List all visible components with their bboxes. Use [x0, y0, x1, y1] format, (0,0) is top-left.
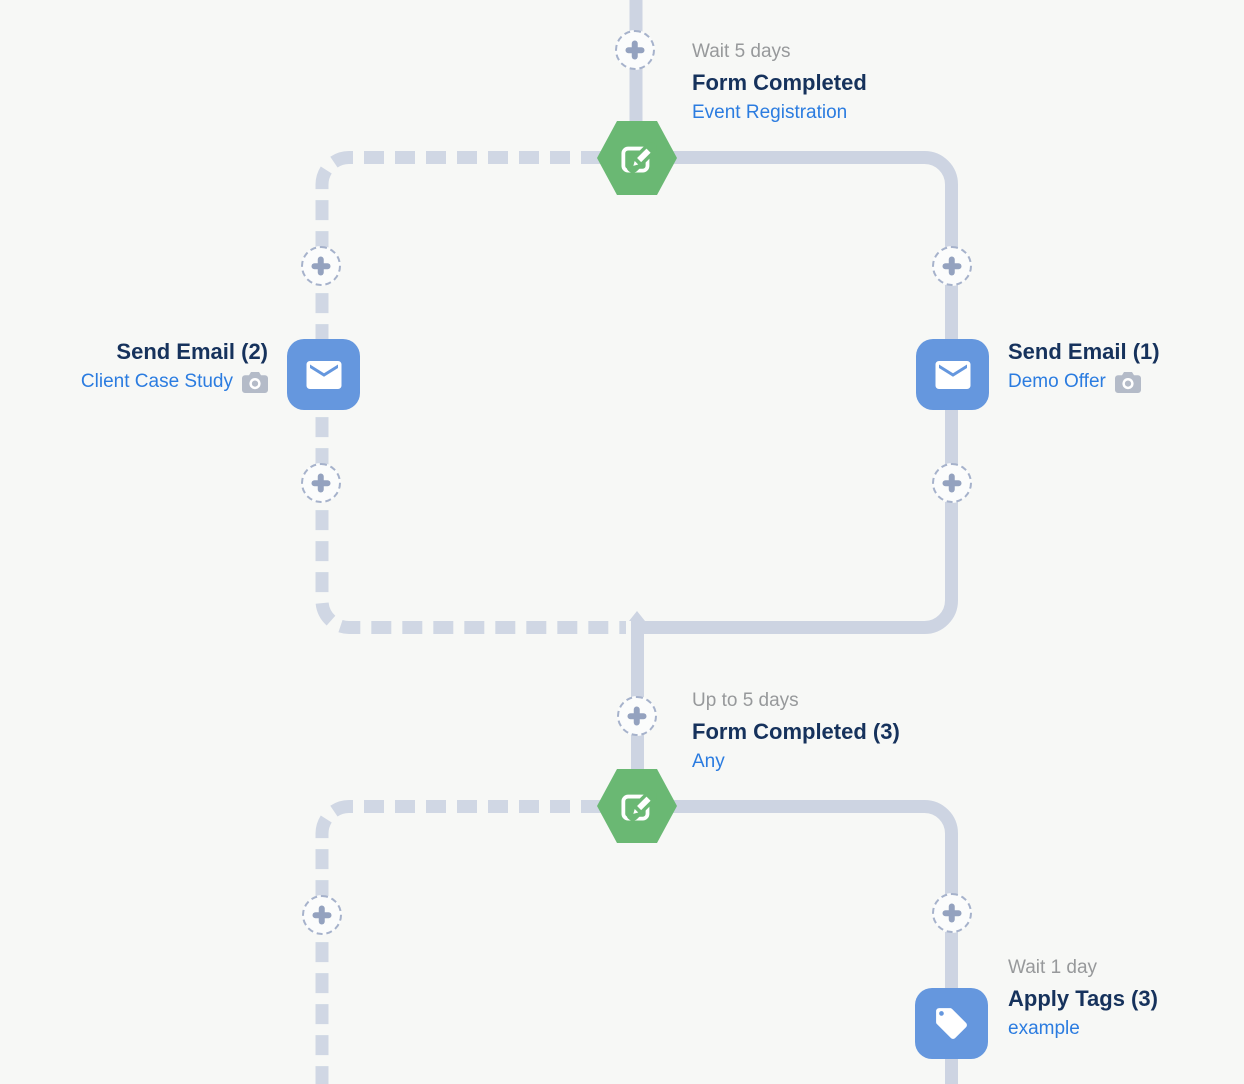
- wait-text: Wait 1 day: [1008, 957, 1098, 978]
- add-step-button[interactable]: [301, 246, 341, 286]
- edit-icon: [621, 790, 657, 821]
- envelope-icon: [935, 360, 970, 389]
- plus-icon: [934, 465, 970, 501]
- add-step-button[interactable]: [932, 463, 972, 503]
- add-step-button[interactable]: [615, 30, 655, 70]
- step-title: Send Email (2): [116, 339, 268, 364]
- step-label-trigger-mid: Up to 5 days Form Completed (3) Any: [692, 686, 900, 777]
- step-label-apply-tags: Wait 1 day Apply Tags (3) example: [1008, 953, 1158, 1044]
- step-link[interactable]: Demo Offer: [1008, 367, 1160, 397]
- step-title: Form Completed (3): [692, 719, 900, 744]
- plus-icon: [303, 248, 339, 284]
- plus-icon: [304, 897, 340, 933]
- camera-icon[interactable]: [242, 371, 268, 393]
- add-step-button[interactable]: [302, 895, 342, 935]
- action-node-send-email-1[interactable]: [916, 339, 989, 410]
- add-step-button[interactable]: [301, 463, 341, 503]
- envelope-icon: [306, 360, 341, 389]
- step-title: Send Email (1): [1008, 339, 1160, 364]
- step-link[interactable]: Event Registration: [692, 102, 848, 123]
- edit-icon: [621, 142, 657, 173]
- plus-icon: [934, 248, 970, 284]
- wait-text: Up to 5 days: [692, 690, 799, 711]
- step-link[interactable]: Any: [692, 751, 725, 772]
- plus-icon: [619, 698, 655, 734]
- step-label-email-right: Send Email (1) Demo Offer: [1008, 336, 1160, 397]
- camera-icon[interactable]: [1114, 371, 1141, 393]
- step-label-trigger-top: Wait 5 days Form Completed Event Registr…: [692, 37, 867, 128]
- step-label-email-left: Send Email (2) Client Case Study: [81, 336, 268, 397]
- step-link-text[interactable]: Client Case Study: [80, 371, 233, 392]
- step-link[interactable]: example: [1008, 1018, 1080, 1039]
- plus-icon: [617, 32, 653, 68]
- add-step-button[interactable]: [932, 246, 972, 286]
- step-link[interactable]: Client Case Study: [81, 367, 268, 397]
- action-node-send-email-2[interactable]: [287, 339, 360, 410]
- merge-arrow-icon: [629, 611, 645, 621]
- wait-text: Wait 5 days: [692, 41, 791, 62]
- step-title: Form Completed: [692, 70, 867, 95]
- step-title: Apply Tags (3): [1008, 986, 1158, 1011]
- plus-icon: [303, 465, 339, 501]
- step-link-text[interactable]: Demo Offer: [1008, 371, 1106, 392]
- plus-icon: [934, 895, 970, 931]
- add-step-button[interactable]: [932, 893, 972, 933]
- tag-icon: [936, 1008, 967, 1039]
- add-step-button[interactable]: [617, 696, 657, 736]
- action-node-apply-tags[interactable]: [915, 988, 988, 1059]
